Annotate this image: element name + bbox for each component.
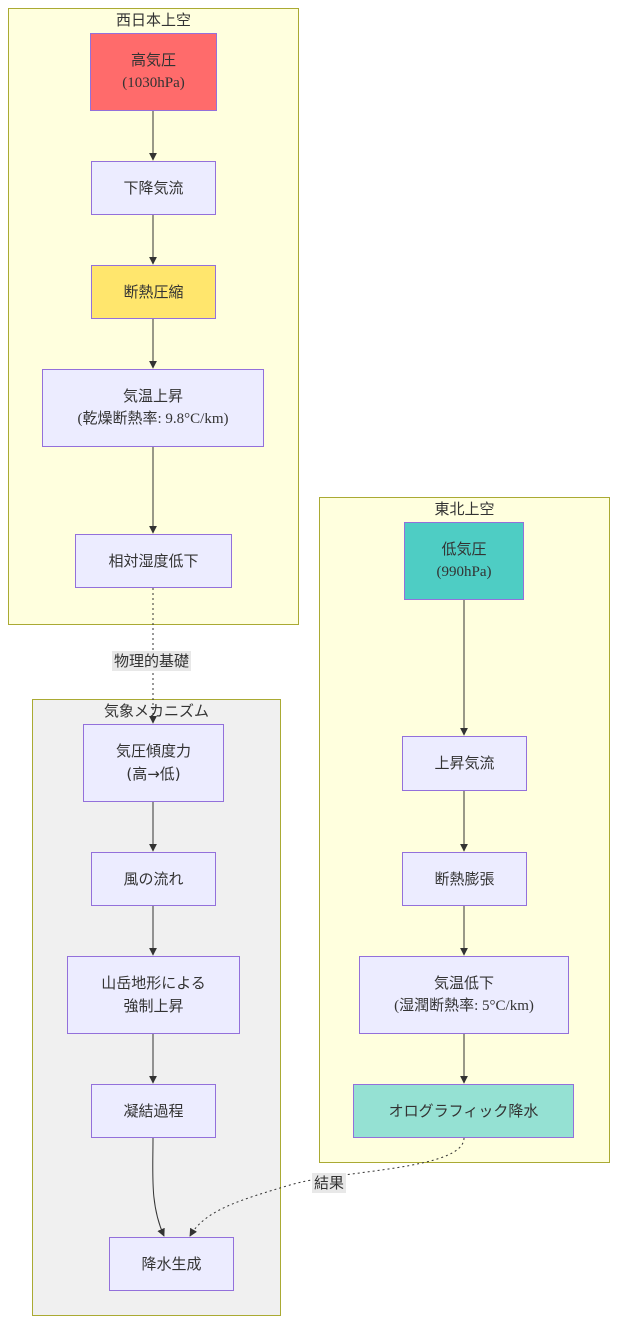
node-orographic-precip: オログラフィック降水: [353, 1084, 574, 1138]
node-pressure-gradient: 気圧傾度力 (高→低): [83, 724, 224, 802]
node-adiabatic-compression-title: 断熱圧縮: [123, 282, 184, 301]
node-temp-rise-title: 気温上昇: [122, 387, 183, 405]
node-wind-flow: 風の流れ: [91, 852, 216, 906]
cluster-title-northeast: 東北上空: [434, 500, 495, 518]
node-low-pressure-sub: (990hPa): [436, 564, 492, 580]
node-adiabatic-expansion: 断熱膨張: [402, 852, 527, 906]
node-precip-generation: 降水生成: [109, 1237, 234, 1291]
node-descending-air-title: 下降気流: [123, 178, 184, 197]
node-temp-drop: 気温低下 (湿潤断熱率: 5°C/km): [359, 956, 569, 1034]
node-low-pressure-title: 低気圧: [441, 540, 487, 558]
node-adiabatic-expansion-title: 断熱膨張: [434, 869, 495, 888]
node-mountain-lift-title: 山岳地形による: [101, 974, 206, 992]
edge-label-result: 結果: [312, 1173, 347, 1193]
node-high-pressure-title: 高気圧: [130, 51, 176, 69]
node-temp-rise: 気温上昇 (乾燥断熱率: 9.8°C/km): [42, 369, 264, 447]
node-high-pressure: 高気圧 (1030hPa): [90, 33, 217, 111]
node-pressure-gradient-title: 気圧傾度力: [115, 742, 191, 760]
node-pressure-gradient-sub: (高→低): [126, 765, 181, 783]
node-humidity-drop: 相対湿度低下: [75, 534, 232, 588]
node-precip-generation-title: 降水生成: [141, 1254, 202, 1273]
node-adiabatic-compression: 断熱圧縮: [91, 265, 216, 319]
node-humidity-drop-title: 相対湿度低下: [108, 551, 199, 570]
node-descending-air: 下降気流: [91, 161, 216, 215]
node-mountain-lift-sub: 強制上昇: [123, 997, 184, 1015]
cluster-title-mechanism: 気象メカニズム: [103, 702, 209, 720]
edge-label-physical-basis: 物理的基礎: [112, 651, 192, 671]
node-condensation: 凝結過程: [91, 1084, 216, 1138]
cluster-title-west: 西日本上空: [115, 11, 191, 29]
node-mountain-lift: 山岳地形による 強制上昇: [67, 956, 240, 1034]
edge-condensation-to-precip: [152, 1137, 165, 1237]
node-high-pressure-sub: (1030hPa): [122, 75, 185, 91]
node-orographic-precip-title: オログラフィック降水: [388, 1101, 539, 1120]
node-ascending-air: 上昇気流: [402, 736, 527, 791]
node-condensation-title: 凝結過程: [123, 1101, 184, 1120]
node-temp-rise-sub: (乾燥断熱率: 9.8°C/km): [77, 411, 229, 427]
node-low-pressure: 低気圧 (990hPa): [404, 522, 524, 600]
node-ascending-air-title: 上昇気流: [434, 754, 495, 772]
node-temp-drop-title: 気温低下: [433, 974, 494, 992]
node-temp-drop-sub: (湿潤断熱率: 5°C/km): [394, 998, 534, 1014]
node-wind-flow-title: 風の流れ: [123, 869, 184, 888]
edge-orographic-to-precip: [189, 1137, 465, 1237]
